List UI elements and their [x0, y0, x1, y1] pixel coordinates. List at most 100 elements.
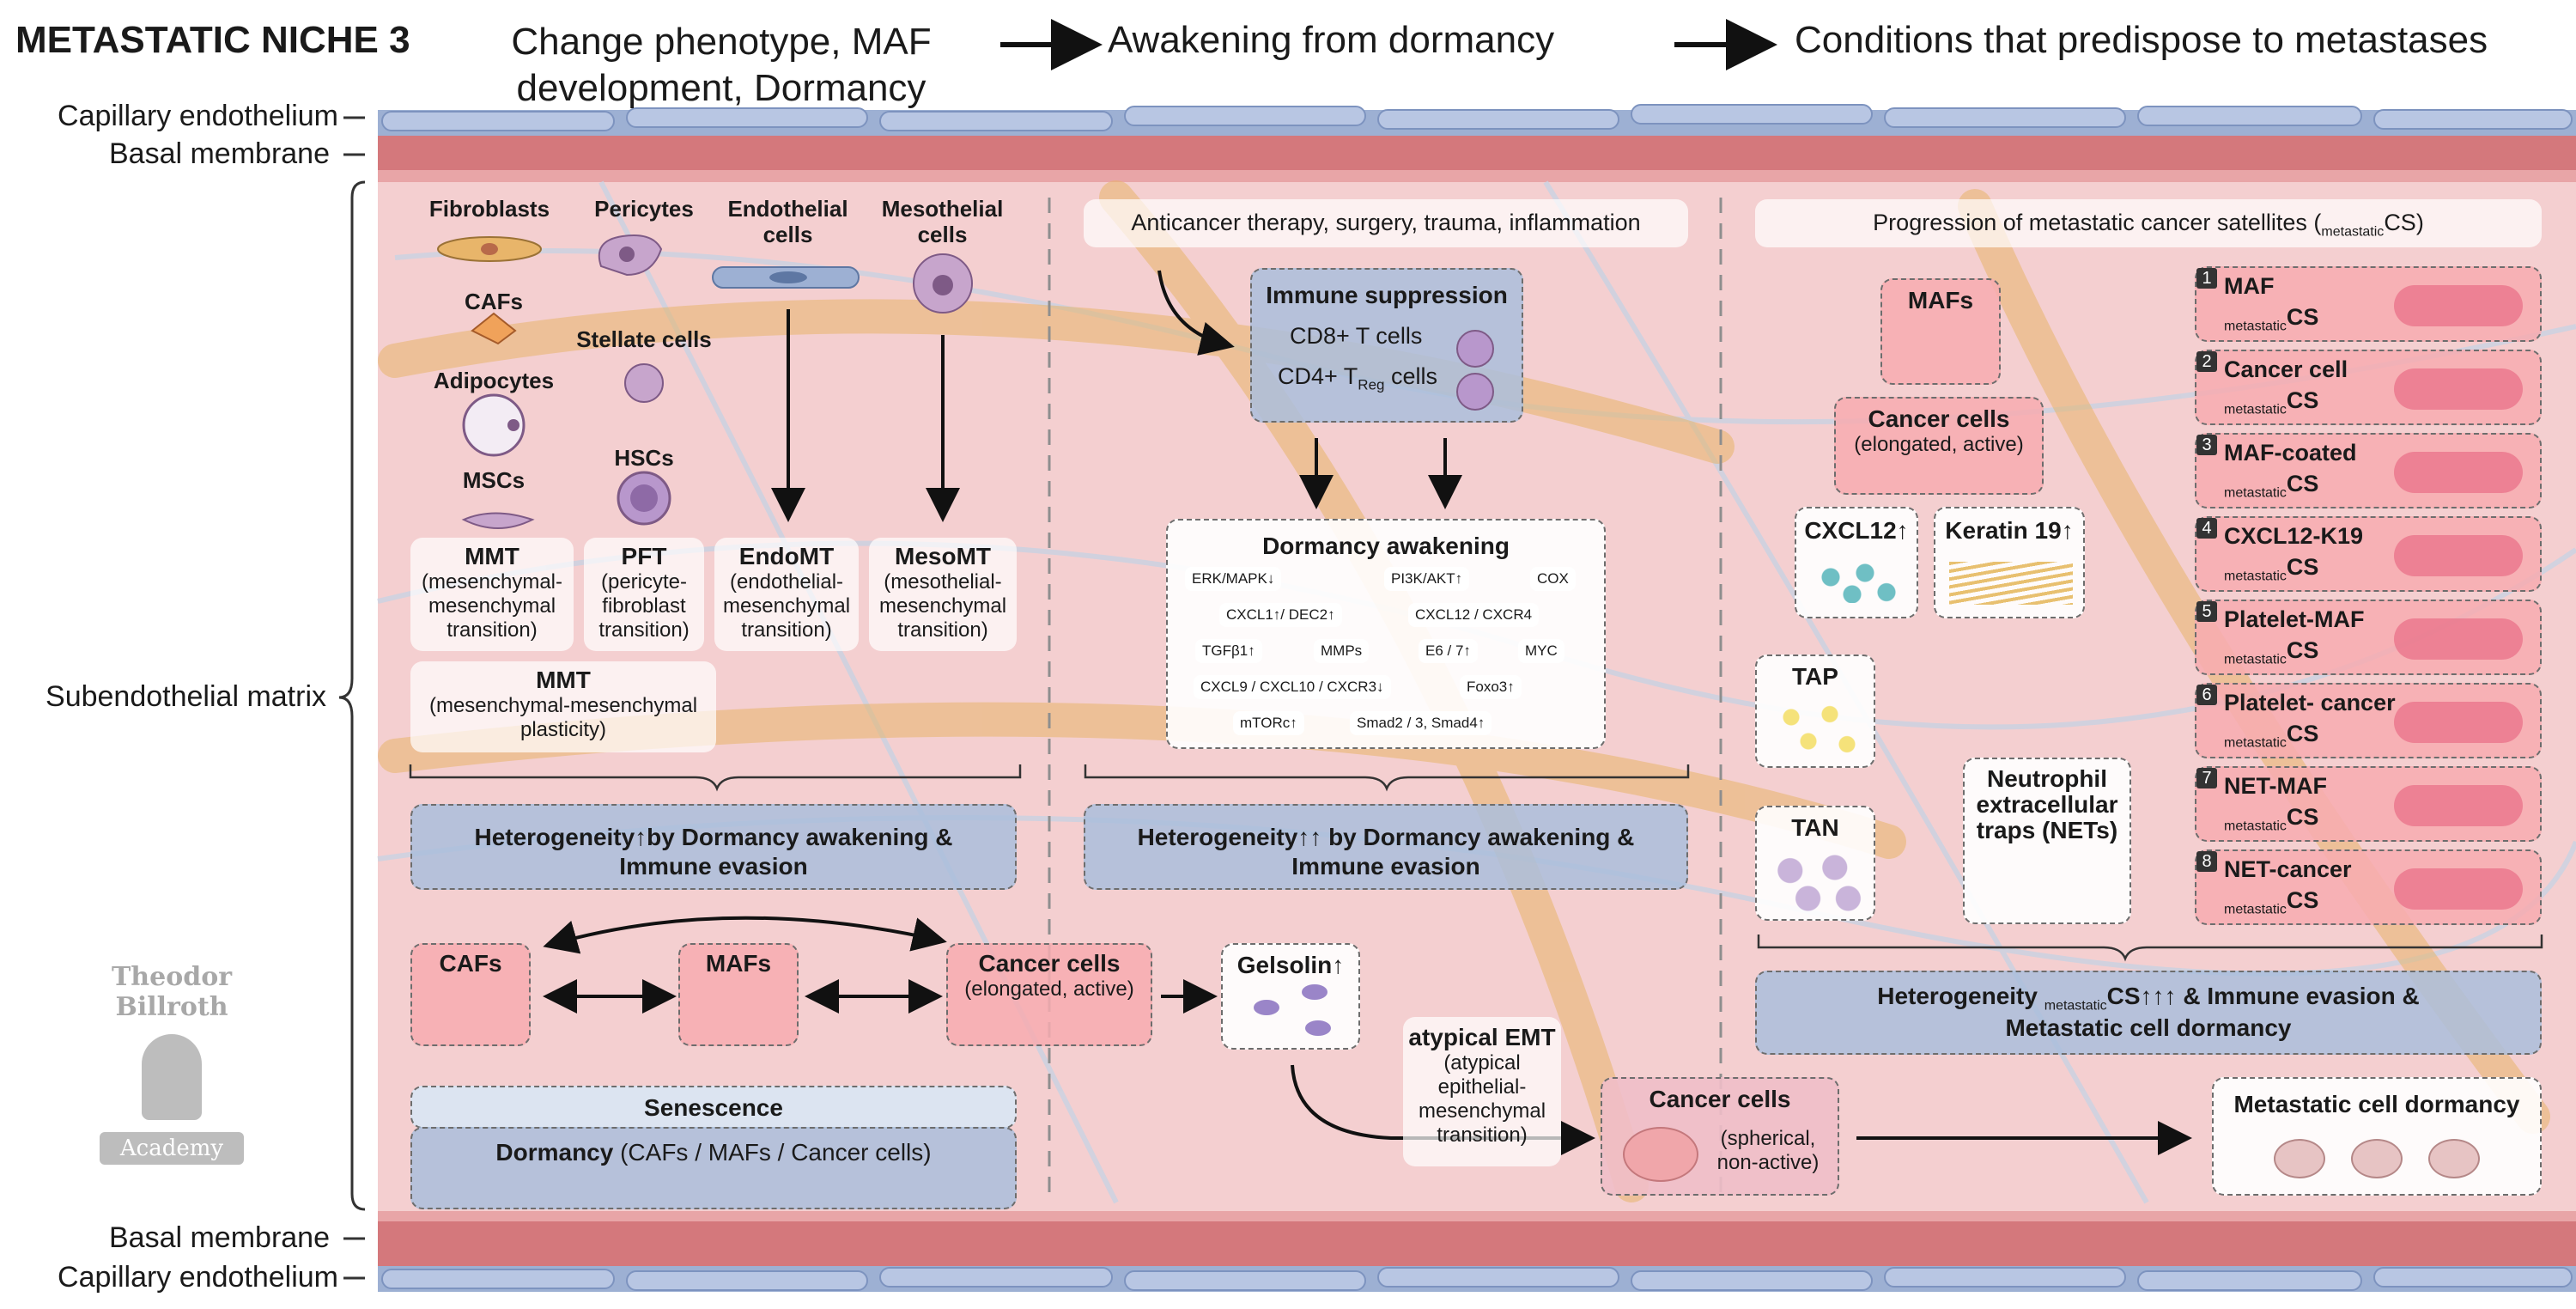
label-capillary-endothelium-top: Capillary endothelium [58, 100, 338, 132]
keratin-box: Keratin 19↑ [1934, 507, 2085, 618]
satellite-cs: CS [2286, 471, 2319, 496]
satellite-illustration-icon [2394, 702, 2523, 743]
satellite-illustration-icon [2394, 285, 2523, 326]
marker-cxcl9: CXCL9 / CXCL10 / CXCR3↓ [1194, 675, 1391, 699]
satellite-box-3: 3 MAF-coated metastaticCS [2195, 433, 2542, 508]
satellite-cs: CS [2286, 887, 2319, 913]
satellite-sub: metastatic [2224, 569, 2287, 584]
satellite-sub: metastatic [2224, 319, 2287, 334]
cxcl12-molecules-icon [1814, 560, 1899, 603]
heterogeneity-box-2: Heterogeneity↑↑ by Dormancy awakening & … [1084, 804, 1688, 890]
marker-pi3k: PI3K/AKT↑ [1384, 567, 1470, 591]
satellite-cs: CS [2286, 304, 2319, 330]
marker-cox: COX [1530, 567, 1576, 591]
satellite-name: MAF [2224, 273, 2275, 299]
satellite-cs: CS [2286, 721, 2319, 746]
label-capillary-endothelium-bottom: Capillary endothelium [58, 1261, 338, 1294]
t-cell-icon [1456, 330, 1494, 368]
dormancy-box: Dormancy (CAFs / MAFs / Cancer cells) [410, 1127, 1017, 1209]
satellite-number: 7 [2196, 768, 2217, 788]
label-endothelial-cells: Endothelial cells [727, 196, 848, 247]
label-subendothelial-matrix: Subendothelial matrix [46, 680, 326, 713]
bottom-basal-membrane-band [378, 1221, 2576, 1266]
satellite-sub: metastatic [2224, 819, 2287, 834]
senescence-box: Senescence [410, 1086, 1017, 1129]
satellite-illustration-icon [2394, 452, 2523, 493]
satellite-number: 1 [2196, 268, 2217, 289]
marker-mtorc: mTORc↑ [1233, 711, 1304, 735]
mesomt-box: MesoMT (mesothelial-mesenchymal transiti… [869, 538, 1017, 651]
satellite-number: 8 [2196, 851, 2217, 872]
endothelial-cell-icon [712, 266, 860, 289]
pft-box: PFT (pericyte-fibroblast transition) [584, 538, 704, 651]
marker-smad: Smad2 / 3, Smad4↑ [1350, 711, 1492, 735]
label-pericytes: Pericytes [594, 196, 694, 222]
nets-box: Neutrophil extracellular traps (NETs) [1963, 758, 2131, 924]
gelsolin-box: Gelsolin↑ [1221, 943, 1360, 1050]
heterogeneity-box-3: Heterogeneity metastaticCS↑↑↑ & Immune e… [1755, 971, 2542, 1055]
satellite-name: NET-cancer [2224, 856, 2352, 882]
satellite-name: Platelet-MAF [2224, 606, 2365, 632]
progression-box: Progression of metastatic cancer satelli… [1755, 199, 2542, 247]
satellite-illustration-icon [2394, 618, 2523, 660]
mafs-box-col3: MAFs [1880, 278, 2001, 385]
phase-3-title: Conditions that predispose to metastases [1795, 19, 2488, 61]
satellite-sub: metastatic [2224, 902, 2287, 917]
label-mesothelial-cells: Mesothelial cells [881, 196, 1004, 247]
satellite-illustration-icon [2394, 368, 2523, 410]
msc-icon [461, 512, 535, 529]
satellite-illustration-icon [2394, 785, 2523, 826]
spherical-cancer-cell-icon [1623, 1127, 1698, 1182]
satellite-cs: CS [2286, 554, 2319, 580]
satellite-name: MAF-coated [2224, 440, 2357, 466]
satellite-illustration-icon [2394, 535, 2523, 576]
marker-cxcl12: CXCL12 / CXCR4 [1408, 603, 1540, 627]
mmt-plasticity-box: MMT (mesenchymal-mesenchymal plasticity) [410, 661, 716, 752]
satellite-number: 6 [2196, 685, 2217, 705]
label-mscs: MSCs [462, 467, 526, 493]
page-title: METASTATIC NICHE 3 [15, 19, 410, 61]
portrait-icon [142, 1034, 202, 1120]
satellite-name: Platelet- cancer [2224, 690, 2396, 715]
label-stellate-cells: Stellate cells [576, 326, 712, 352]
satellite-sub: metastatic [2224, 485, 2287, 501]
satellite-name: NET-MAF [2224, 773, 2327, 799]
satellite-cs: CS [2286, 387, 2319, 413]
marker-myc: MYC [1518, 639, 1564, 663]
satellite-name: CXCL12-K19 [2224, 523, 2364, 549]
cancer-cells-box-col3: Cancer cells (elongated, active) [1834, 397, 2044, 495]
treg-cell-icon [1456, 373, 1494, 411]
satellite-cs: CS [2286, 804, 2319, 830]
marker-tgfb1: TGFβ1↑ [1195, 639, 1262, 663]
label-hscs: HSCs [614, 445, 674, 471]
immune-suppression-box: Immune suppression CD8+ T cells CD4+ TRe… [1250, 268, 1523, 423]
marker-erk: ERK/MAPK↓ [1185, 567, 1282, 591]
satellite-name: Cancer cell [2224, 356, 2348, 382]
tap-box: TAP [1755, 654, 1875, 768]
satellite-sub: metastatic [2224, 402, 2287, 417]
marker-e6e7: E6 / 7↑ [1419, 639, 1478, 663]
neutrophil-icon [1772, 852, 1862, 914]
label-basal-membrane-top: Basal membrane [108, 137, 330, 170]
platelet-icon [1774, 699, 1860, 759]
satellite-box-7: 7 NET-MAF metastaticCS [2195, 766, 2542, 842]
endomt-box: EndoMT (endothelial-mesenchymal transiti… [714, 538, 859, 651]
adipocyte-icon [462, 393, 526, 457]
satellite-number: 5 [2196, 601, 2217, 622]
satellite-number: 3 [2196, 435, 2217, 455]
mesothelial-cell-icon [913, 253, 973, 314]
label-basal-membrane-bottom: Basal membrane [108, 1221, 330, 1254]
marker-cxcl1: CXCL1↑/ DEC2↑ [1219, 603, 1342, 627]
satellite-sub: metastatic [2224, 652, 2287, 667]
caf-icon [471, 312, 517, 345]
satellite-illustration-icon [2394, 868, 2523, 910]
academy-logo: Theodor Billroth Academy [60, 962, 283, 1165]
label-fibroblasts: Fibroblasts [428, 196, 550, 222]
keratin-fibers-icon [1949, 562, 2073, 605]
marker-foxo3: Foxo3↑ [1460, 675, 1522, 699]
mafs-box: MAFs [678, 943, 799, 1046]
cxcl12-box: CXCL12↑ [1795, 507, 1918, 618]
